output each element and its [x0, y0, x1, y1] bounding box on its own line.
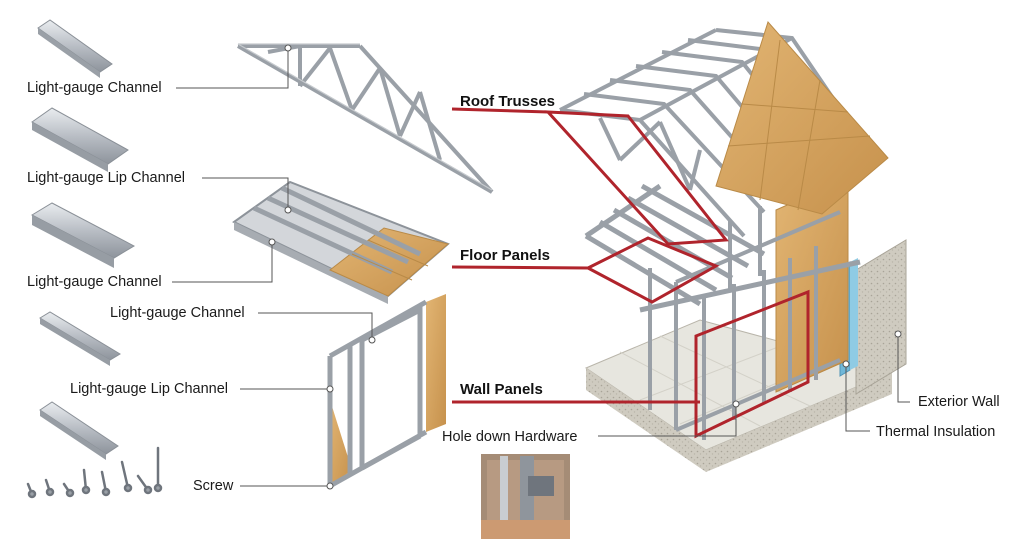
part-light-gauge-channel-3 — [39, 311, 121, 366]
label-light-gauge-channel-3: Light-gauge Channel — [110, 305, 245, 321]
truss-detail — [237, 44, 494, 194]
label-hole-down-hardware: Hole down Hardware — [442, 429, 578, 445]
hole-down-hardware-photo — [481, 454, 570, 539]
label-exterior-wall: Exterior Wall — [918, 394, 1000, 410]
label-light-gauge-channel-1: Light-gauge Channel — [27, 80, 162, 96]
screws — [26, 446, 163, 499]
label-thermal-insulation: Thermal Insulation — [876, 424, 996, 440]
house-assembly — [451, 21, 907, 472]
label-light-gauge-lip-channel-1: Light-gauge Lip Channel — [27, 170, 186, 186]
label-roof-trusses: Roof Trusses — [460, 93, 556, 110]
part-light-gauge-lip-channel-2 — [39, 401, 119, 460]
label-screw: Screw — [193, 478, 234, 494]
floor-panel-detail — [232, 180, 450, 304]
part-light-gauge-lip-channel-1 — [31, 107, 129, 172]
leader-lines — [172, 48, 910, 487]
part-light-gauge-channel-2 — [30, 202, 136, 268]
part-light-gauge-channel-1 — [37, 19, 113, 78]
label-light-gauge-channel-2: Light-gauge Channel — [27, 274, 162, 290]
label-wall-panels: Wall Panels — [460, 381, 543, 398]
label-light-gauge-lip-channel-2: Light-gauge Lip Channel — [70, 381, 229, 397]
wall-panel-detail — [327, 294, 446, 489]
label-floor-panels: Floor Panels — [460, 247, 551, 264]
